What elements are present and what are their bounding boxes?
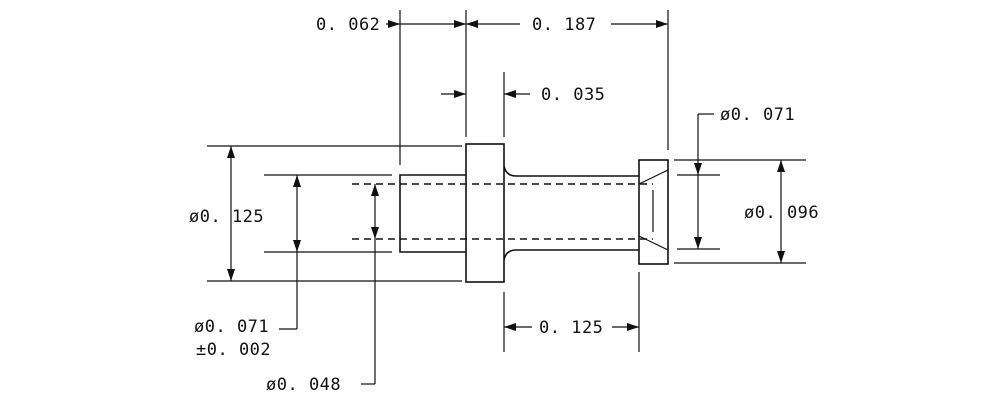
dimension-dia-0-125: ø0. 125 [189, 146, 264, 281]
dimension-0-062: 0. 062 [316, 15, 466, 35]
dimension-dia-0-125-label: ø0. 125 [189, 207, 264, 227]
dimension-0-035: 0. 035 [441, 85, 605, 105]
dimension-0-062-label: 0. 062 [316, 15, 380, 35]
hidden-bore-lines [352, 183, 653, 240]
dimension-dia-0-071-right-label: ø0. 071 [720, 105, 795, 125]
dimension-dia-0-096: ø0. 096 [744, 160, 819, 263]
dimension-dia-0-071-bore-label: ø0. 071 [194, 317, 269, 337]
part-outline [399, 143, 669, 283]
dimension-0-125: 0. 125 [504, 318, 639, 338]
dimension-0-187: 0. 187 [466, 15, 668, 35]
dimension-dia-0-071-bore: ø0. 071 ±0. 002 [194, 175, 301, 360]
dimension-dia-0-048-label: ø0. 048 [266, 375, 341, 395]
dimension-0-125-label: 0. 125 [539, 318, 603, 338]
dimension-dia-0-071-right: ø0. 071 [694, 105, 795, 249]
dimension-0-187-label: 0. 187 [532, 15, 596, 35]
extension-lines [207, 10, 806, 352]
dimension-0-035-label: 0. 035 [541, 85, 605, 105]
dimension-dia-0-096-label: ø0. 096 [744, 203, 819, 223]
dimension-dia-0-048: ø0. 048 [266, 184, 379, 395]
tolerance-0-002-label: ±0. 002 [196, 340, 271, 360]
